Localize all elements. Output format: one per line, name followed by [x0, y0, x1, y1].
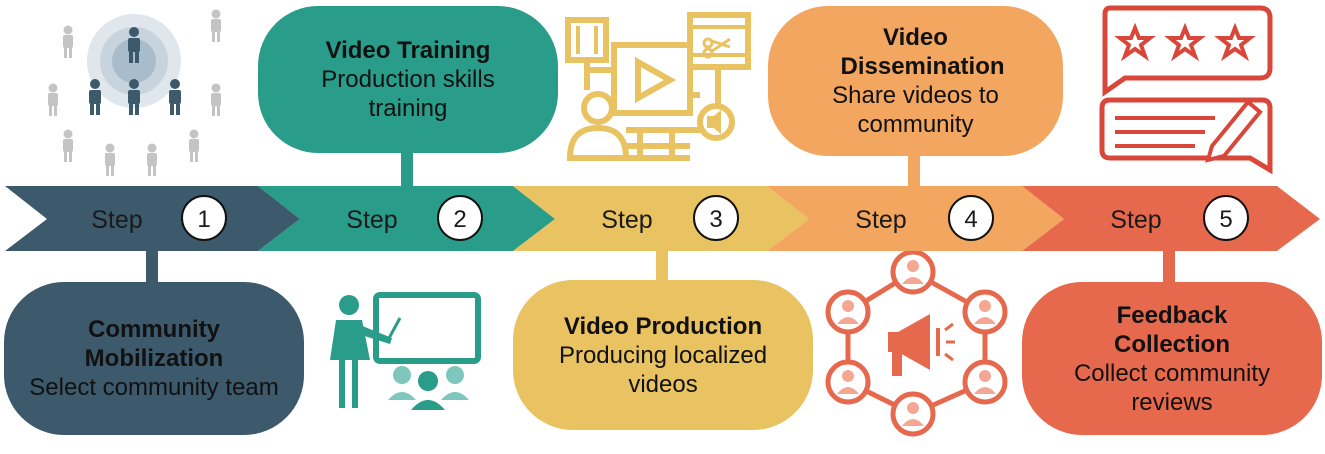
star-review-icon: [1099, 5, 1273, 175]
step-2-title: Video Training: [325, 37, 491, 64]
step-2-card: Video Training Production skills trainin…: [258, 6, 558, 153]
step-5-description: Collect community reviews: [1073, 359, 1271, 416]
step-3-number: 3: [709, 206, 722, 233]
step-3-number-circle: [693, 195, 739, 241]
step-4-card: Video Dissemination Share videos to comm…: [768, 6, 1063, 156]
connector-step-4: [908, 150, 920, 190]
chevron-step-1: [5, 186, 300, 251]
step-5-number-circle: [1203, 195, 1249, 241]
step-2-label: Step: [346, 206, 397, 234]
step-3-description: Producing localized videos: [558, 341, 768, 398]
step-4-number: 4: [964, 206, 977, 233]
step-5-title: Feedback Collection: [1113, 301, 1230, 358]
step-5-card: Feedback Collection Collect community re…: [1022, 282, 1322, 435]
step-4-title: Video Dissemination: [840, 24, 1005, 80]
chevron-step-3: [513, 186, 809, 251]
connector-step-3: [656, 248, 668, 284]
connector-step-2: [401, 150, 413, 190]
chevron-step-4: [767, 186, 1064, 251]
step-4-number-circle: [948, 195, 994, 241]
step-3-label: Step: [601, 206, 652, 234]
step-5-number: 5: [1219, 206, 1232, 233]
teacher-classroom-icon: [330, 292, 481, 410]
step-1-title: Community Mobilization: [84, 316, 224, 372]
step-5-label: Step: [1110, 206, 1161, 234]
step-1-number-circle: [181, 195, 227, 241]
step-2-number-circle: [437, 195, 483, 241]
step-2-description: Production skills training: [321, 66, 495, 122]
video-editing-icon: [565, 12, 751, 161]
step-1-card: Community Mobilization Select community …: [4, 282, 304, 435]
connector-step-1: [146, 248, 158, 284]
step-2-number: 2: [453, 206, 466, 233]
step-4-description: Share videos to community: [832, 82, 999, 138]
connector-step-5: [1163, 248, 1175, 284]
step-3-title: Video Production: [563, 312, 763, 340]
step-1-label: Step: [91, 206, 142, 234]
step-1-description: Select community team: [29, 374, 279, 401]
megaphone-network-icon: [825, 249, 1008, 437]
step-1-number: 1: [197, 206, 210, 233]
step-3-card: Video Production Producing localized vid…: [513, 280, 813, 430]
step-4-label: Step: [855, 206, 906, 234]
community-people-icon: [48, 9, 221, 176]
chevron-step-2: [258, 186, 555, 251]
chevron-step-5: [1022, 186, 1320, 251]
